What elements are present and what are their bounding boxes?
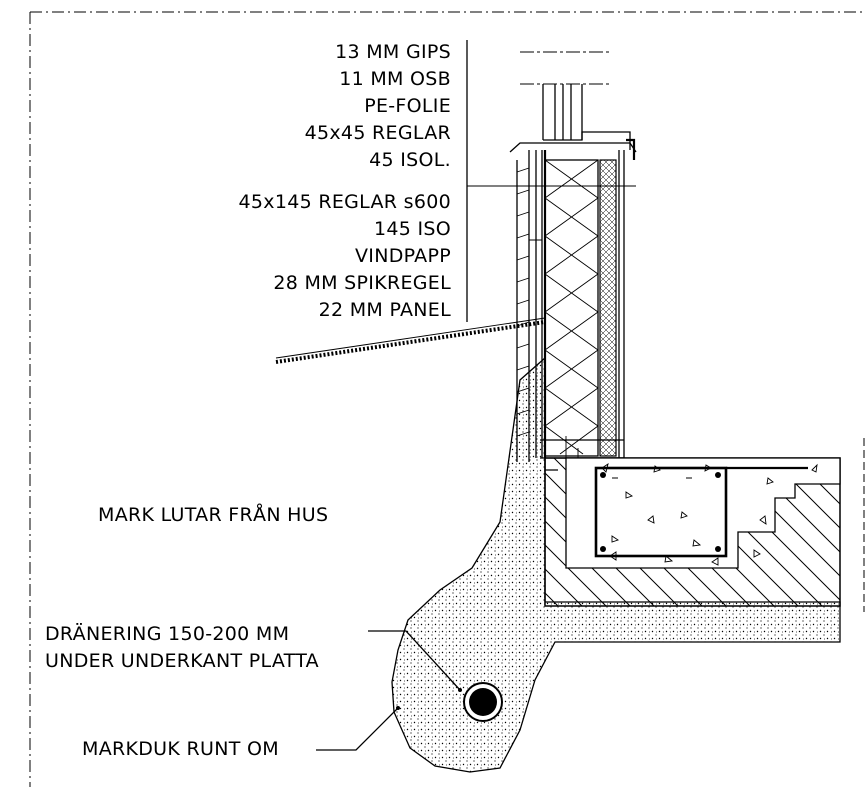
ground-surface [275,320,546,364]
sheet-border [29,11,866,787]
ground-slope-label: MARK LUTAR FRÅN HUS [98,503,328,526]
drainage-label-2: UNDER UNDERKANT PLATTA [45,650,319,672]
drainage-label-1: DRÄNERING 150-200 MM [45,622,289,645]
geotextile-leader [316,707,399,751]
layer-label: 28 MM SPIKREGEL [273,272,451,294]
layer-label: 45x145 REGLAR s600 [239,191,451,213]
slab-foundation [544,457,841,607]
layer-label: VINDPAPP [355,245,451,267]
geotextile-label: MARKDUK RUNT OM [82,738,279,760]
drainage-leader [368,630,461,691]
layer-label: 22 MM PANEL [319,299,451,321]
layer-label: 11 MM OSB [339,68,451,90]
layer-label: 45 ISOL. [369,149,451,171]
drain-pipe [463,682,503,722]
layer-label: PE-FOLIE [364,95,451,117]
layer-label: 45x45 REGLAR [305,122,451,144]
window-frame [509,51,637,160]
wall-assembly [516,150,625,471]
gravel-bed [391,356,841,773]
layer-label: 13 MM GIPS [335,41,451,63]
layer-labels: 13 MM GIPS 11 MM OSB PE-FOLIE 45x45 REGL… [239,41,451,321]
layer-label: 145 ISO [374,218,451,240]
